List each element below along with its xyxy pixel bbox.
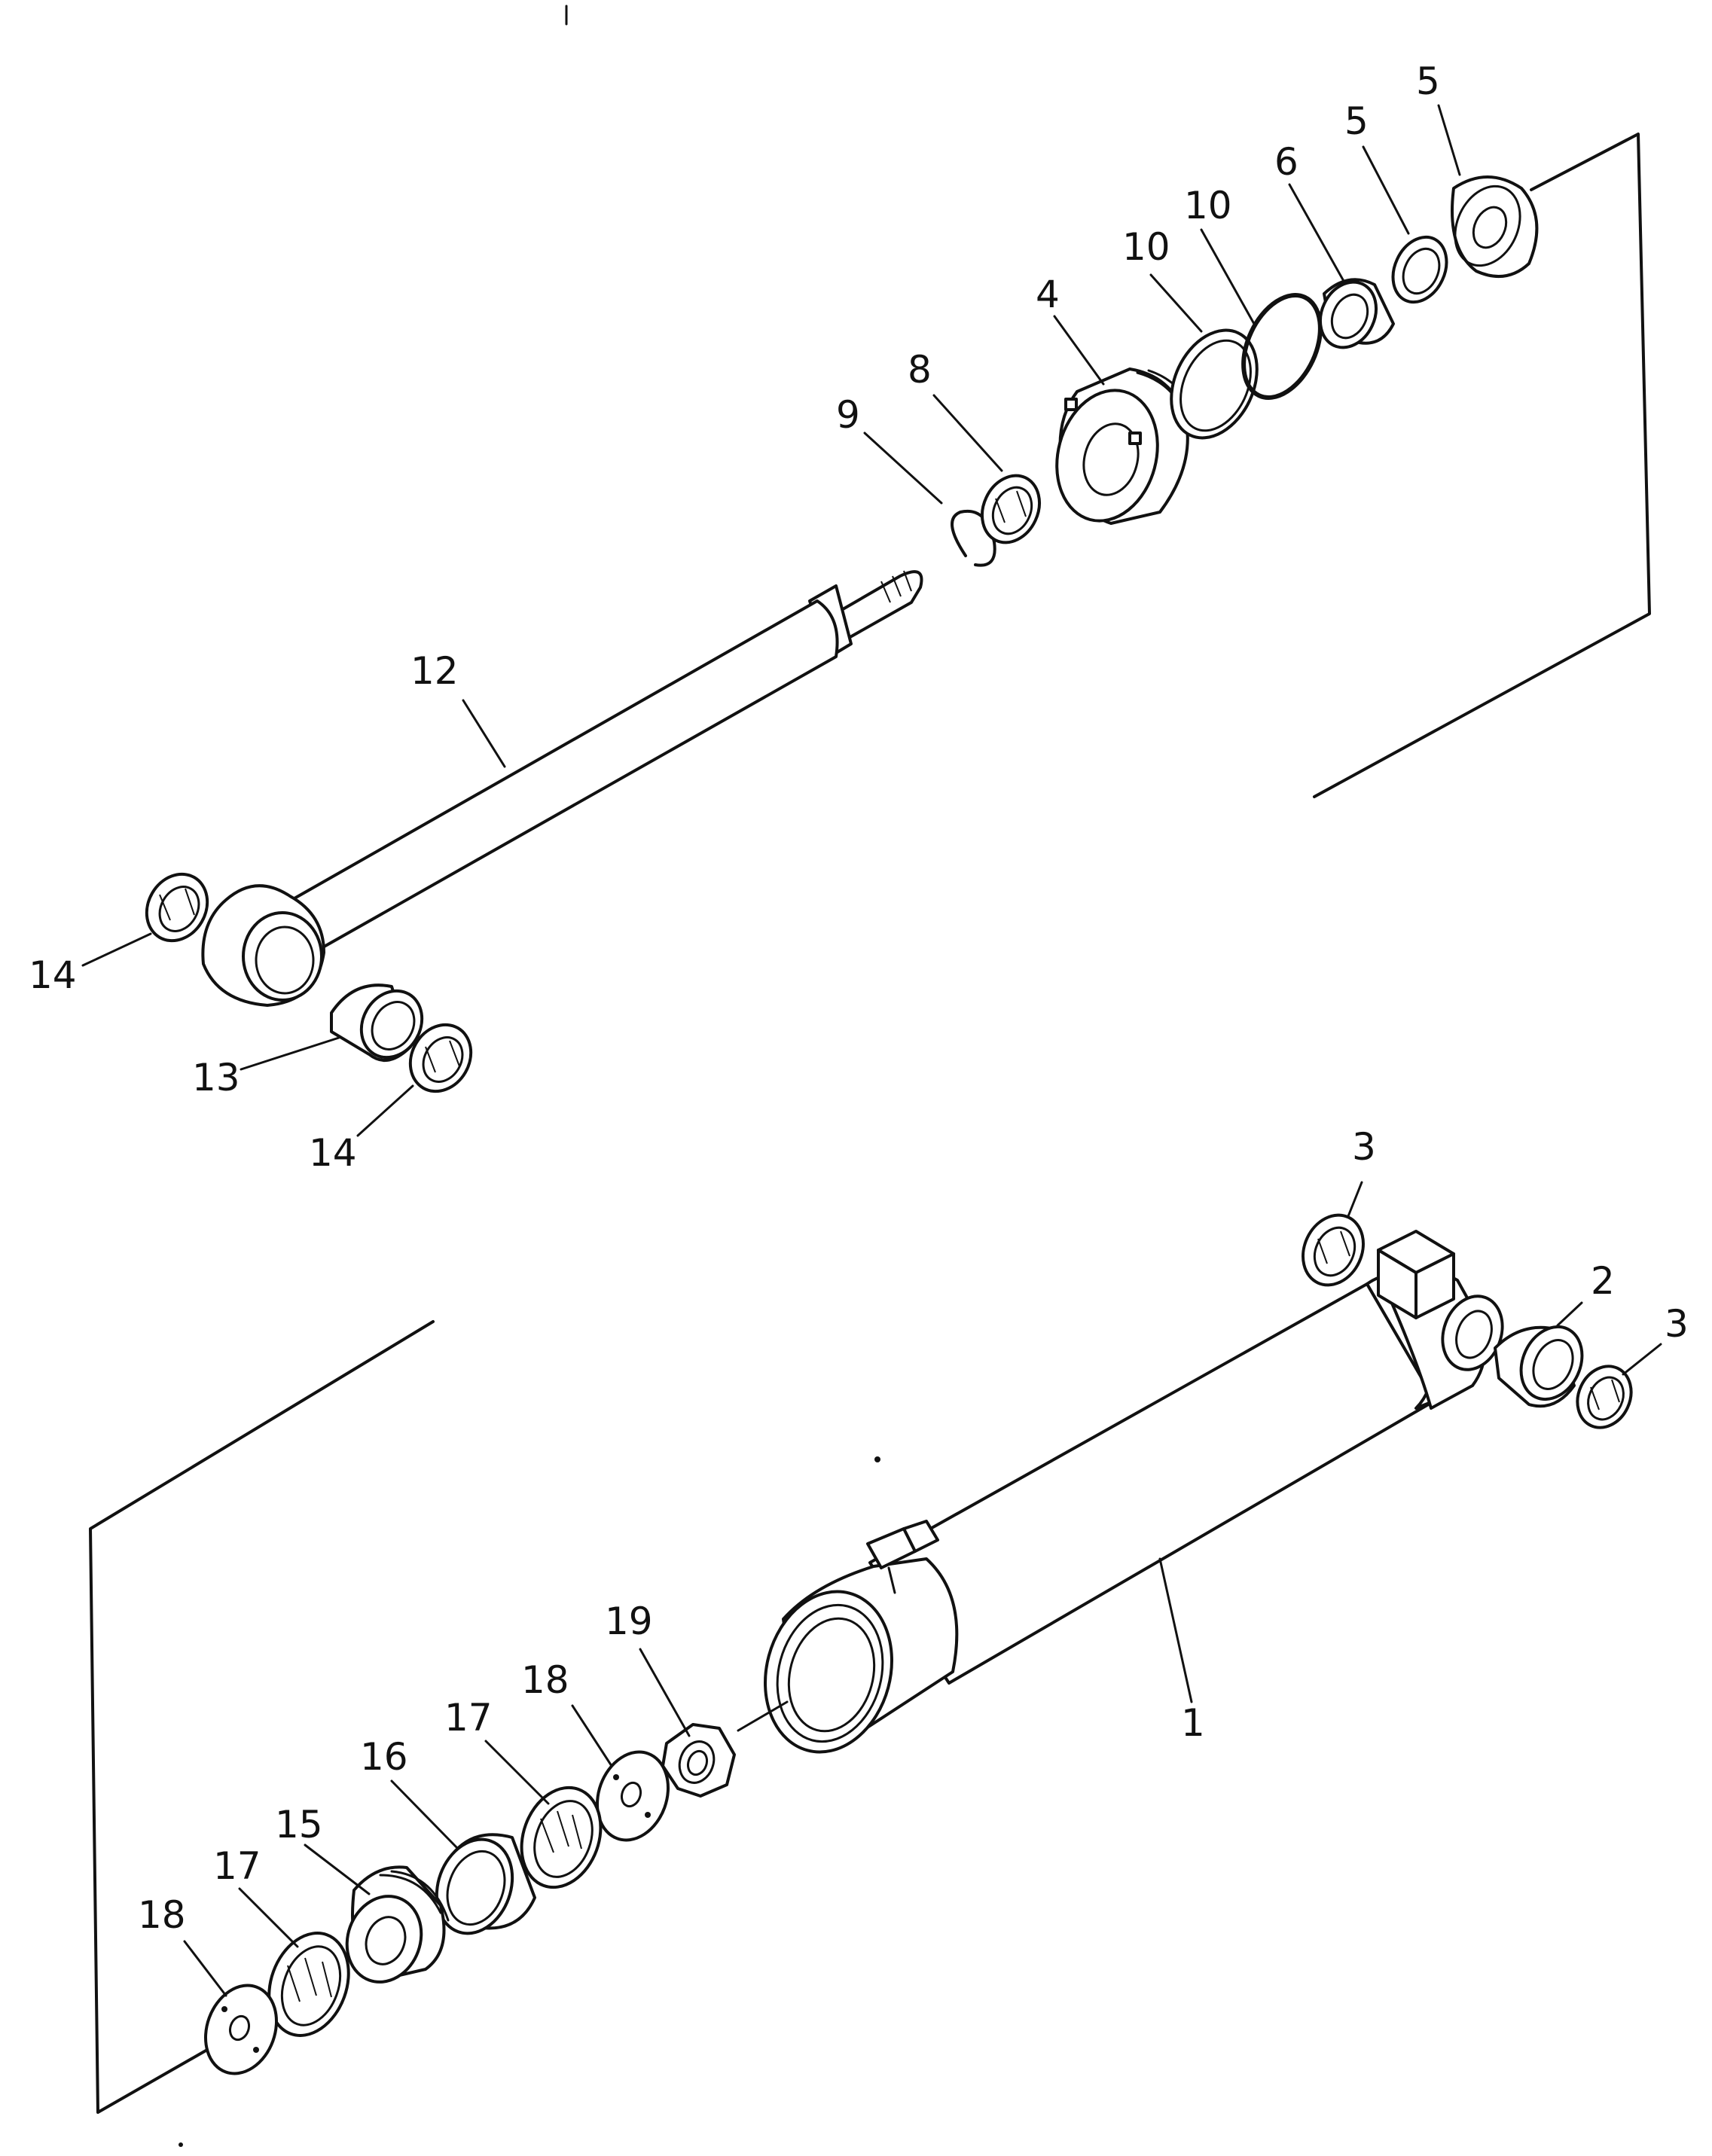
bushing-part-13 — [330, 983, 424, 1062]
callout-11: 10 — [1122, 225, 1170, 269]
piston-rod-part-12 — [201, 570, 923, 1007]
bearing-part-3-right — [1576, 1365, 1633, 1429]
callout-14-upper: 14 — [29, 953, 77, 997]
callout-14-lower: 14 — [309, 1131, 357, 1175]
wear-ring-part-17-left — [267, 1932, 350, 2037]
callout-7: 5 — [1416, 59, 1440, 103]
callout-18-right: 18 — [521, 1658, 569, 1702]
callout-16: 16 — [360, 1735, 408, 1779]
bushing-part-2 — [1494, 1325, 1584, 1408]
assembly-axis-line — [737, 1700, 789, 1732]
callout-10: 10 — [1184, 184, 1232, 227]
ring-part-11 — [1170, 328, 1259, 440]
upper-bracket-line — [1313, 133, 1651, 798]
ring-part-8 — [981, 474, 1041, 544]
o-ring-part-10 — [1241, 293, 1323, 400]
callout-9: 9 — [836, 393, 860, 437]
leader-lines — [81, 104, 1662, 1997]
bearing-part-14-left — [145, 872, 209, 943]
seal-part-6 — [1391, 235, 1448, 304]
bearing-part-14-right — [408, 1023, 473, 1093]
bushing-part-5 — [1319, 278, 1395, 349]
callout-1: 1 — [1181, 1701, 1205, 1745]
callout-2: 2 — [1591, 1259, 1615, 1303]
callout-15: 15 — [275, 1803, 323, 1846]
piston-seal-part-16 — [435, 1833, 536, 1935]
cylinder-tube-part-1 — [764, 1230, 1504, 1754]
callout-labels: 5 5 6 10 10 4 8 9 12 14 13 14 3 2 3 1 19… — [29, 59, 1689, 1937]
callout-8: 8 — [908, 348, 932, 392]
snap-ring-part-9 — [951, 509, 996, 567]
callout-4: 4 — [1036, 273, 1060, 316]
callout-12: 12 — [410, 649, 459, 693]
callout-19: 19 — [605, 1599, 653, 1643]
callout-18-left: 18 — [138, 1893, 186, 1937]
lower-bracket-line — [89, 1320, 435, 2114]
scan-specks — [179, 5, 880, 2147]
callout-17-right: 17 — [444, 1696, 493, 1740]
plate-part-18-left — [203, 1984, 279, 2075]
wear-ring-part-17-right — [520, 1785, 603, 1889]
bearing-part-3-top — [1302, 1213, 1365, 1287]
plate-part-18-right — [595, 1750, 670, 1842]
dust-seal-part-7 — [1451, 175, 1539, 278]
callout-3-top: 3 — [1352, 1125, 1376, 1169]
callout-13: 13 — [192, 1056, 240, 1099]
callout-17-left: 17 — [213, 1844, 261, 1888]
callout-3-right: 3 — [1665, 1302, 1689, 1346]
callout-5: 6 — [1274, 140, 1298, 184]
piston-part-15 — [345, 1865, 450, 1984]
nut-part-19 — [661, 1723, 736, 1798]
callout-6: 5 — [1344, 99, 1369, 143]
